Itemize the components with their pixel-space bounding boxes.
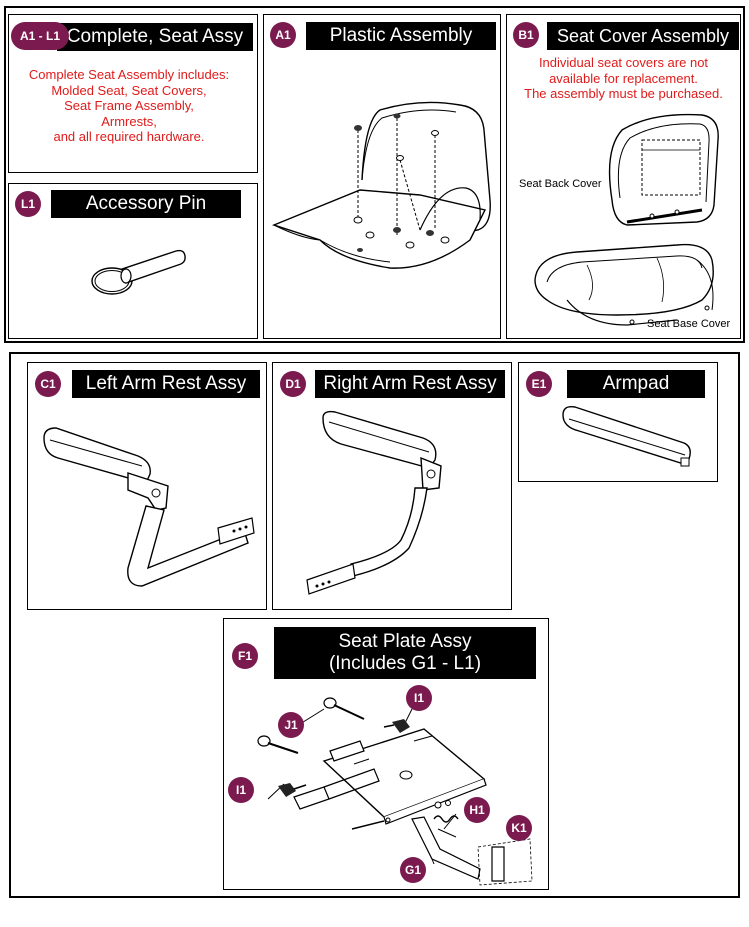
seat-plate-badge: F1 (232, 643, 258, 669)
callout-h1: H1 (464, 797, 490, 823)
left-arm-rest-drawing (38, 418, 258, 598)
accessory-pin-panel: L1 Accessory Pin (8, 183, 258, 339)
left-arm-rest-badge: C1 (35, 371, 61, 397)
plastic-assembly-badge: A1 (270, 22, 296, 48)
armpad-panel: E1 Armpad (518, 362, 718, 482)
armpad-title: Armpad (567, 370, 705, 398)
accessory-pin-title: Accessory Pin (51, 190, 241, 218)
armpad-drawing (559, 403, 699, 473)
callout-i1-left: I1 (228, 777, 254, 803)
seat-plate-drawing (234, 689, 540, 884)
seat-plate-title-line2: (Includes G1 - L1) (328, 653, 482, 674)
left-arm-rest-title: Left Arm Rest Assy (72, 370, 260, 398)
plastic-assembly-panel: A1 Plastic Assembly (263, 14, 501, 339)
note-line: Seat Frame Assembly, (64, 98, 194, 113)
note-line: and all required hardware. (53, 129, 205, 144)
callout-j1: J1 (278, 712, 304, 738)
callout-k1: K1 (506, 815, 532, 841)
note-line: Complete Seat Assembly includes: (28, 67, 230, 82)
note-line: Molded Seat, Seat Covers, (51, 82, 207, 98)
complete-seat-title: Complete, Seat Assy (57, 23, 253, 51)
accessory-pin-badge: L1 (15, 191, 41, 217)
accessory-pin-drawing (84, 239, 194, 309)
right-arm-rest-badge: D1 (280, 371, 306, 397)
seat-base-cover-drawing (527, 230, 727, 330)
seat-base-cover-caption: Seat Base Cover (647, 318, 731, 330)
seat-back-cover-caption: Seat Back Cover (519, 178, 602, 190)
armpad-badge: E1 (526, 371, 552, 397)
plastic-assembly-title: Plastic Assembly (306, 22, 496, 50)
note-line: Individual seat covers are not (538, 55, 709, 70)
callout-g1: G1 (400, 857, 426, 883)
plastic-seat-drawing (270, 90, 496, 280)
top-section-frame (4, 6, 745, 343)
bottom-section-frame (9, 352, 740, 898)
note-line: Armrests, (101, 113, 157, 129)
complete-seat-badge: A1 - L1 (11, 22, 69, 50)
seat-plate-title-line1: Seat Plate Assy (338, 631, 472, 653)
seat-plate-title: Seat Plate Assy (Includes G1 - L1) (274, 627, 536, 679)
right-arm-rest-panel: D1 Right Arm Rest Assy (272, 362, 512, 610)
seat-cover-title: Seat Cover Assembly (547, 22, 739, 50)
seat-cover-badge: B1 (513, 22, 539, 48)
note-line: The assembly must be purchased. (524, 86, 723, 101)
complete-seat-panel: Complete, Seat Assy A1 - L1 Complete Sea… (8, 14, 258, 173)
callout-i1-top: I1 (406, 685, 432, 711)
left-arm-rest-panel: C1 Left Arm Rest Assy (27, 362, 267, 610)
note-line: available for replacement. (549, 70, 698, 86)
complete-seat-note: Complete Seat Assembly includes: Molded … (9, 67, 249, 145)
right-arm-rest-title: Right Arm Rest Assy (315, 370, 505, 398)
seat-cover-panel: B1 Seat Cover Assembly Individual seat c… (506, 14, 741, 339)
seat-cover-note: Individual seat covers are not available… (507, 55, 740, 102)
seat-plate-panel: F1 Seat Plate Assy (Includes G1 - L1) (223, 618, 549, 890)
right-arm-rest-drawing (293, 408, 493, 603)
seat-back-cover-drawing (602, 110, 722, 230)
